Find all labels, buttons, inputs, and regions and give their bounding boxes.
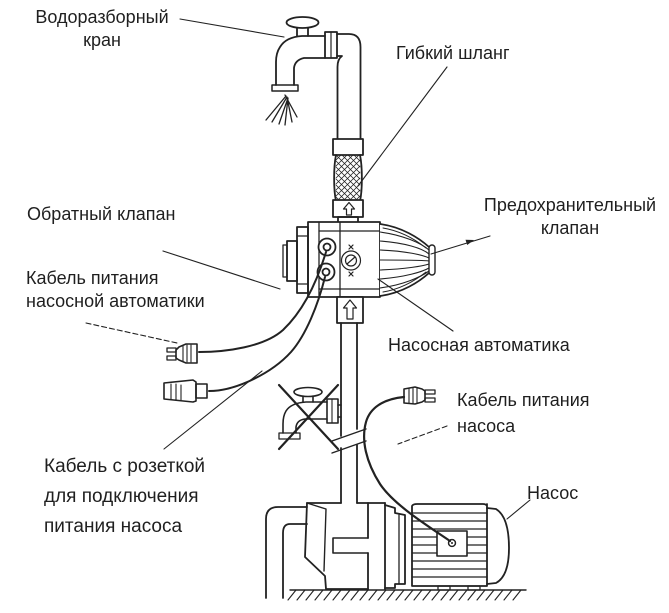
pump-cable-label-line1: Кабель питания [457, 390, 590, 410]
safety-valve-label-line1: Предохранительный [483, 195, 657, 215]
socket-cable-label-line1: Кабель с розеткой [44, 456, 206, 477]
leader-pump [506, 499, 531, 520]
cross-out-icon [277, 383, 340, 451]
pump-cable-label: Кабель питания насоса [457, 387, 590, 439]
riser-pipe-lower-icon [331, 322, 367, 504]
pump-automation-unit-icon [282, 221, 436, 324]
socket-cable-label-line3: питания насоса [44, 516, 183, 537]
socket-cable-label: Кабель с розеткой для подключения питани… [44, 452, 205, 542]
power-socket-icon [163, 379, 208, 403]
riser-pipe-upper-icon [336, 33, 362, 140]
flexible-hose-label: Гибкий шланг [396, 43, 510, 63]
leader-arrowhead-icon [465, 239, 474, 245]
brand-emblem-icon [340, 244, 362, 277]
automation-cable-label: Кабель питания насосной автоматики [26, 267, 205, 313]
water-tap-label: Водоразборный кран [22, 6, 182, 52]
water-tap-label-line1: Водоразборный [35, 7, 169, 27]
pump-drawing-icon [265, 502, 510, 599]
water-spray-icon [265, 94, 298, 126]
check-valve-icon [282, 240, 298, 282]
flexible-hose-icon [332, 138, 364, 224]
safety-valve-label-line2: клапан [540, 218, 600, 238]
water-tap-icon [265, 16, 338, 126]
automation-cable-label-line1: Кабель питания [26, 268, 159, 288]
water-tap-label-line2: кран [83, 30, 121, 50]
pump-cable-label-line2: насоса [457, 416, 516, 436]
pump-cable-icon [363, 395, 452, 543]
forbidden-tap-icon [277, 383, 342, 451]
safety-valve-label: Предохранительный клапан [472, 194, 668, 240]
socket-cable-label-line2: для подключения [44, 486, 199, 507]
leader-flexible-hose [357, 66, 448, 187]
automation-cables-icon [198, 251, 327, 392]
leader-pump-automation [377, 278, 454, 332]
pump-plug-icon [403, 386, 436, 405]
ground-hatching-icon [287, 589, 527, 601]
leader-socket-cable [163, 370, 263, 450]
pump-automation-label: Насосная автоматика [388, 335, 570, 355]
leader-pump-cable [397, 425, 448, 445]
leader-water-tap [179, 18, 285, 38]
pump-label: Насос [527, 483, 579, 503]
leader-automation-cable [85, 322, 178, 344]
check-valve-label: Обратный клапан [27, 204, 176, 224]
flow-arrow-up-icon [342, 201, 356, 216]
safety-valve-cone-icon [379, 223, 436, 297]
leader-safety-valve [430, 235, 491, 255]
leader-check-valve [162, 250, 281, 290]
leader-lines [85, 18, 531, 520]
automation-cable-label-line2: насосной автоматики [26, 291, 205, 311]
power-plug-icon [166, 343, 198, 364]
pipe-break-icon [331, 428, 367, 454]
flow-arrow-up-icon [342, 299, 358, 320]
